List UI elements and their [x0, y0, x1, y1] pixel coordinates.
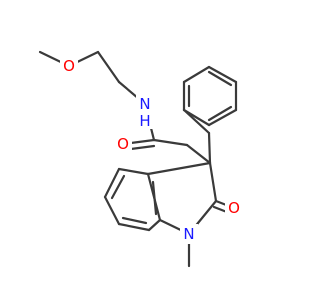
atom-n-indole: N: [180, 224, 198, 244]
bond-ph-d3: [207, 105, 233, 122]
atom-n-amide: N H: [136, 95, 154, 130]
bond-bz-3: [103, 195, 121, 226]
bond-ch2-phenyl: [182, 108, 211, 135]
bond-bz-d3: [151, 180, 158, 216]
bond-bz-d2: [121, 216, 148, 225]
atom-n-amide-label: N: [139, 95, 150, 113]
atom-o-lactam-label: O: [228, 199, 240, 217]
molecule-structure: O N H O O N: [38, 50, 243, 268]
bond-bz-1: [117, 167, 150, 176]
atom-o-lactam: O: [225, 198, 243, 218]
bond-bz-d1: [110, 174, 126, 200]
bond-ph-6: [182, 108, 211, 127]
bond-layer: [38, 50, 238, 268]
bond-ph-2: [182, 65, 211, 84]
atom-o-methoxy-label: O: [63, 57, 75, 75]
bond-bz-4: [117, 222, 151, 232]
bond-c3-ch2: [207, 131, 212, 165]
bond-ch2-ch2: [96, 50, 121, 84]
bond-bz-5: [147, 218, 162, 232]
bond-ch2-c3: [185, 143, 212, 165]
bond-ph-d2: [207, 70, 233, 87]
atom-o-methoxy: O: [60, 56, 78, 76]
atom-o-carbonyl-amide: O: [114, 134, 132, 154]
bond-bz-2: [103, 167, 121, 199]
bond-c3-c3a: [146, 161, 212, 176]
bond-carbonyl-ch2: [152, 138, 189, 147]
atom-h-amide-label: H: [139, 112, 150, 130]
atom-n-indole-label: N: [183, 225, 194, 243]
bond-ph-3: [207, 65, 238, 84]
atom-o-carbonyl-amide-label: O: [117, 135, 129, 153]
bond-ph-5: [207, 108, 238, 127]
bond-c3-c2: [208, 161, 218, 203]
